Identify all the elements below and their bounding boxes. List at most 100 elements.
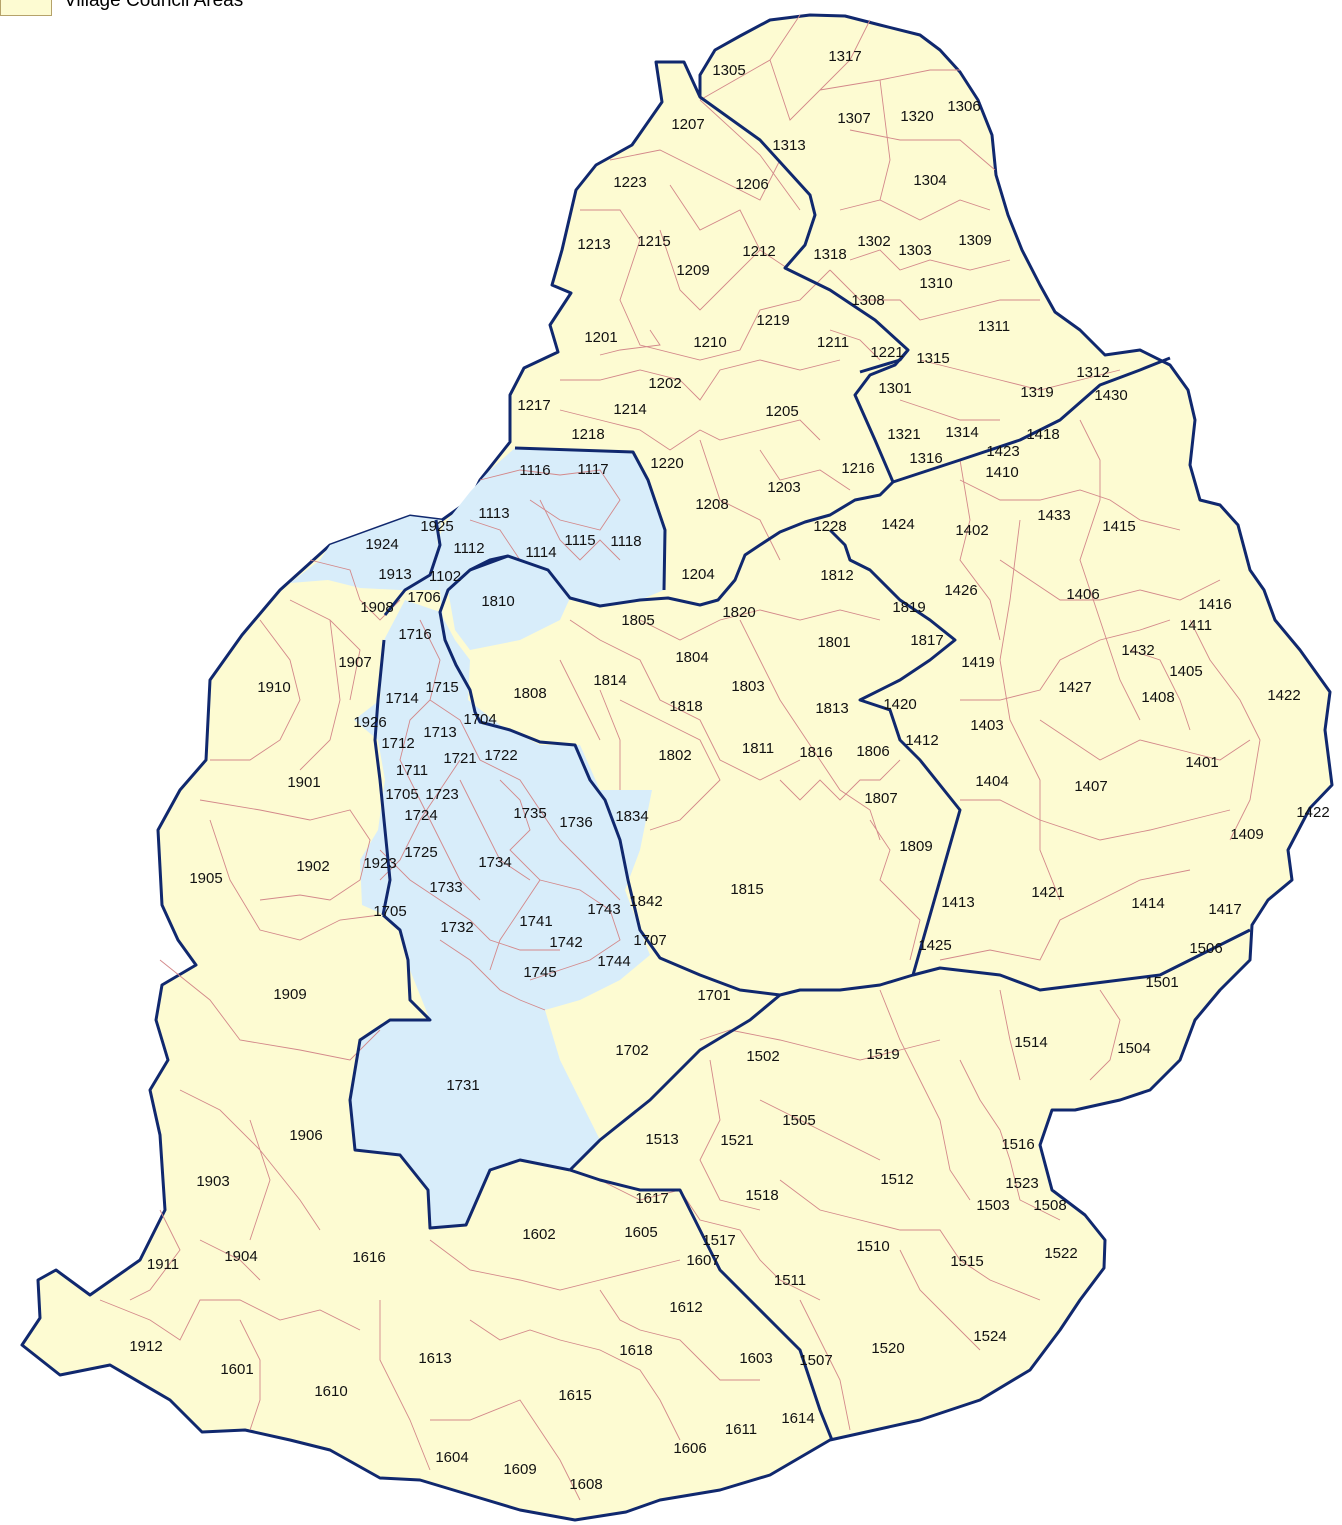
area-label: 1417 — [1208, 901, 1241, 918]
area-label: 1404 — [975, 773, 1008, 790]
area-label: 1402 — [955, 522, 988, 539]
area-label: 1925 — [420, 518, 453, 535]
area-label: 1615 — [558, 1387, 591, 1404]
area-label: 1813 — [815, 700, 848, 717]
area-label: 1409 — [1230, 826, 1263, 843]
area-label: 1209 — [676, 262, 709, 279]
area-label: 1401 — [1185, 754, 1218, 771]
area-label: 1816 — [799, 744, 832, 761]
area-label: 1723 — [425, 786, 458, 803]
area-label: 1819 — [892, 599, 925, 616]
area-label: 1707 — [633, 932, 666, 949]
area-label: 1614 — [781, 1410, 814, 1427]
area-label: 1721 — [443, 750, 476, 767]
area-label: 1304 — [913, 172, 946, 189]
area-label: 1502 — [746, 1048, 779, 1065]
area-label: 1712 — [381, 735, 414, 752]
area-label: 1205 — [765, 403, 798, 420]
area-label: 1433 — [1037, 507, 1070, 524]
area-label: 1803 — [731, 678, 764, 695]
area-label: 1312 — [1076, 364, 1109, 381]
area-label: 1117 — [577, 461, 608, 478]
area-label: 1607 — [686, 1252, 719, 1269]
area-label: 1510 — [856, 1238, 889, 1255]
area-label: 1911 — [147, 1256, 179, 1273]
urban-zone-plaines — [350, 600, 652, 1228]
legend-label: Village Council Areas — [64, 0, 244, 11]
area-label: 1520 — [871, 1340, 904, 1357]
area-label: 1924 — [365, 536, 398, 553]
area-label: 1214 — [613, 401, 646, 418]
area-label: 1318 — [813, 246, 846, 263]
area-label: 1801 — [817, 634, 850, 651]
area-label: 1610 — [314, 1383, 347, 1400]
area-label: 1301 — [878, 380, 911, 397]
area-label: 1408 — [1141, 689, 1174, 706]
area-label: 1310 — [919, 275, 952, 292]
area-label: 1418 — [1026, 426, 1059, 443]
area-label: 1508 — [1033, 1197, 1066, 1214]
area-label: 1206 — [735, 176, 768, 193]
district-boundaries — [348, 95, 1251, 1441]
area-label: 1745 — [523, 964, 556, 981]
urban-zone-central — [448, 556, 570, 650]
area-label: 1743 — [587, 901, 620, 918]
area-label: 1311 — [978, 318, 1010, 335]
legend-swatch — [0, 0, 52, 16]
area-label: 1817 — [910, 632, 943, 649]
area-label: 1303 — [898, 242, 931, 259]
area-label: 1734 — [478, 854, 511, 871]
area-label: 1102 — [429, 568, 461, 585]
area-label: 1425 — [918, 937, 951, 954]
area-label: 1403 — [970, 717, 1003, 734]
area-label: 1113 — [478, 505, 509, 522]
area-label: 1518 — [745, 1187, 778, 1204]
area-label: 1811 — [742, 740, 774, 757]
area-label: 1430 — [1094, 387, 1127, 404]
area-label: 1507 — [799, 1352, 832, 1369]
area-label: 1909 — [273, 986, 306, 1003]
area-label: 1506 — [1189, 940, 1222, 957]
area-label: 1314 — [945, 424, 978, 441]
area-label: 1810 — [481, 593, 514, 610]
area-label: 1611 — [725, 1421, 757, 1438]
area-label: 1608 — [569, 1476, 602, 1493]
area-label: 1602 — [522, 1226, 555, 1243]
area-label: 1501 — [1145, 974, 1178, 991]
area-label: 1505 — [782, 1112, 815, 1129]
area-label: 1519 — [866, 1046, 899, 1063]
area-label: 1420 — [883, 696, 916, 713]
area-label: 1118 — [610, 533, 641, 550]
area-label: 1203 — [767, 479, 800, 496]
area-label: 1223 — [613, 174, 646, 191]
area-label: 1926 — [353, 714, 386, 731]
area-label: 1913 — [378, 566, 411, 583]
area-label: 1524 — [973, 1328, 1006, 1345]
area-label: 1320 — [900, 108, 933, 125]
area-label: 1613 — [418, 1350, 451, 1367]
area-label: 1714 — [385, 690, 418, 707]
area-label: 1706 — [407, 589, 440, 606]
area-label: 1317 — [828, 48, 861, 65]
area-label: 1736 — [559, 814, 592, 831]
area-label: 1606 — [673, 1440, 706, 1457]
area-label: 1705 — [373, 903, 406, 920]
area-label: 1308 — [851, 292, 884, 309]
area-label: 1741 — [519, 913, 552, 930]
area-label: 1405 — [1169, 663, 1202, 680]
area-label: 1114 — [525, 544, 556, 561]
area-label: 1217 — [517, 397, 550, 414]
area-label: 1321 — [887, 426, 920, 443]
area-label: 1213 — [577, 236, 610, 253]
area-label: 1211 — [817, 334, 849, 351]
area-label: 1416 — [1198, 596, 1231, 613]
area-label: 1315 — [916, 350, 949, 367]
area-label: 1820 — [722, 604, 755, 621]
area-label: 1219 — [756, 312, 789, 329]
area-label: 1307 — [837, 110, 870, 127]
area-label: 1220 — [650, 455, 683, 472]
area-label: 1423 — [986, 443, 1019, 460]
area-label: 1842 — [629, 893, 662, 910]
area-label: 1732 — [440, 919, 473, 936]
area-label: 1618 — [619, 1342, 652, 1359]
